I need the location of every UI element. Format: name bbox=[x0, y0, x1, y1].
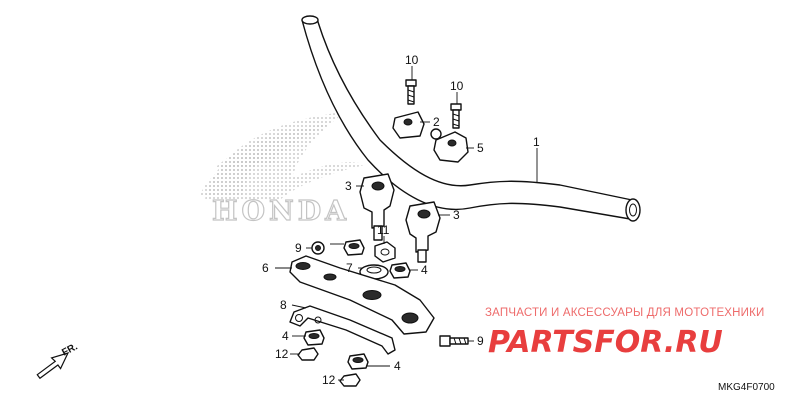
bolt-10-right[interactable] bbox=[450, 103, 462, 129]
callout-labels: 10 10 1 2 5 3 3 11 9 4 7 4 6 8 4 12 4 12… bbox=[262, 53, 540, 387]
callout-10-right: 10 bbox=[450, 79, 464, 93]
callout-4-upper-right: 4 bbox=[421, 263, 428, 277]
callout-11: 11 bbox=[377, 223, 390, 237]
honda-wing-logo bbox=[200, 112, 365, 200]
rubber-bushing-4-lower-left[interactable] bbox=[303, 329, 325, 346]
watermark-brand: PARTSFOR.RU bbox=[488, 325, 723, 360]
upper-holder-2[interactable] bbox=[392, 111, 425, 139]
callout-5: 5 bbox=[477, 141, 484, 155]
callout-8: 8 bbox=[280, 298, 287, 312]
watermark-tagline: ЗАПЧАСТИ И АКСЕССУАРЫ ДЛЯ МОТОТЕХНИКИ bbox=[485, 307, 765, 319]
rubber-bushing-4-lower-right[interactable] bbox=[347, 353, 369, 370]
bolt-10-left[interactable] bbox=[405, 79, 417, 105]
callout-6: 6 bbox=[262, 261, 269, 275]
callout-9-lower: 9 bbox=[477, 334, 484, 348]
rubber-bushing-4-upper-right[interactable] bbox=[389, 262, 411, 279]
washer-12-lower[interactable] bbox=[339, 373, 361, 387]
upper-holder-5[interactable] bbox=[430, 128, 469, 163]
rubber-bushing-4-upper-left[interactable] bbox=[343, 239, 365, 256]
handlebar-holder-3-left[interactable] bbox=[359, 173, 395, 241]
callout-3-right: 3 bbox=[453, 208, 460, 222]
callout-7: 7 bbox=[346, 261, 353, 275]
washer-9-upper[interactable] bbox=[311, 241, 325, 255]
callout-12-upper: 12 bbox=[275, 347, 289, 361]
handlebar-pipe[interactable] bbox=[301, 15, 641, 222]
callout-4-lower-right: 4 bbox=[394, 359, 401, 373]
callout-12-lower: 12 bbox=[322, 373, 336, 387]
bracket-8[interactable] bbox=[289, 305, 396, 355]
nut-11[interactable] bbox=[374, 241, 396, 263]
bolt-9-lower[interactable] bbox=[439, 335, 469, 347]
callout-1: 1 bbox=[533, 135, 540, 149]
callout-9-upper: 9 bbox=[295, 241, 302, 255]
collar-7[interactable] bbox=[359, 264, 389, 280]
washer-12-upper[interactable] bbox=[297, 347, 319, 361]
callout-3-left: 3 bbox=[345, 179, 352, 193]
diagram-code: MKG4F0700 bbox=[718, 382, 775, 393]
front-direction-label: FR. bbox=[60, 341, 80, 358]
callout-2: 2 bbox=[433, 115, 440, 129]
leader-lines bbox=[275, 66, 538, 381]
front-direction-arrow-icon bbox=[36, 352, 70, 380]
callout-10-left: 10 bbox=[405, 53, 419, 67]
callout-4-lower-left: 4 bbox=[282, 329, 289, 343]
upper-fork-bridge-6[interactable] bbox=[289, 255, 435, 335]
honda-wordmark: HONDA bbox=[212, 196, 350, 227]
handlebar-holder-3-right[interactable] bbox=[405, 201, 441, 263]
